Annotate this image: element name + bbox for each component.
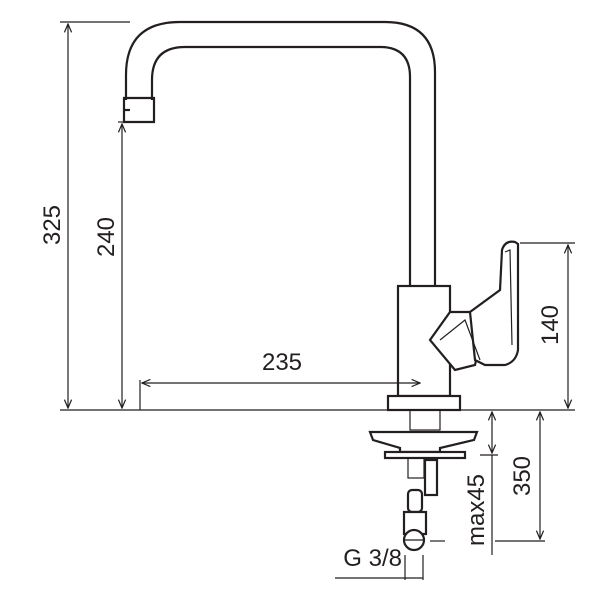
spout bbox=[122, 20, 437, 287]
dim-325-label: 325 bbox=[39, 205, 66, 245]
dim-350-label: 350 bbox=[509, 456, 536, 496]
handle bbox=[428, 240, 520, 372]
dim-max45-label: max45 bbox=[463, 474, 490, 546]
dim-140-label: 140 bbox=[537, 305, 564, 345]
extension-lines bbox=[60, 21, 575, 580]
dim-240-label: 240 bbox=[93, 217, 120, 257]
mounting-assembly bbox=[368, 409, 479, 552]
faucet-body bbox=[386, 284, 462, 412]
connection-g38-label: G 3/8 bbox=[343, 545, 402, 572]
dimension-lines bbox=[68, 24, 568, 579]
dim-235-label: 235 bbox=[262, 349, 302, 376]
